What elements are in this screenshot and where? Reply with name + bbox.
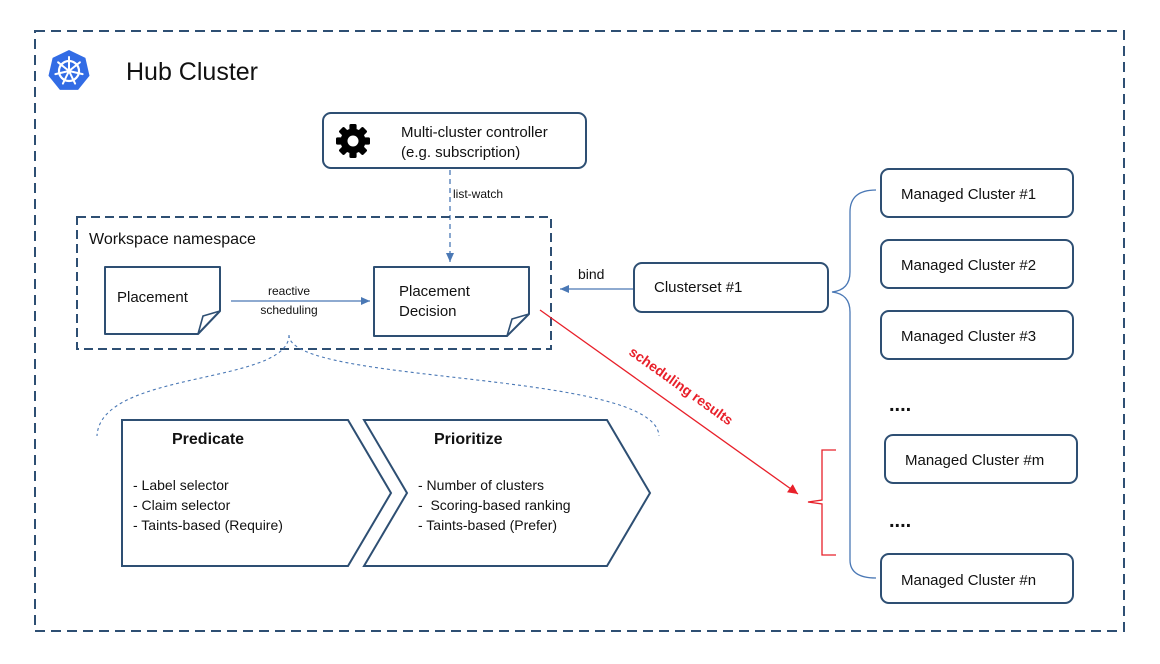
gear-icon	[336, 124, 370, 158]
managed-cluster-1-box	[880, 168, 1074, 218]
placement-decision-line2: Decision	[399, 303, 457, 320]
workspace-namespace-box	[76, 216, 552, 350]
predicate-item-3: - Taints-based (Require)	[133, 517, 283, 533]
predicate-chevron	[121, 419, 393, 567]
workspace-namespace-title: Workspace namespace	[89, 231, 256, 248]
managed-cluster-m-label: Managed Cluster #m	[905, 452, 1044, 469]
clusterset-node	[633, 262, 829, 313]
placement-label: Placement	[117, 289, 189, 306]
managed-cluster-2-label: Managed Cluster #2	[901, 257, 1036, 274]
placement-decision-fold	[506, 313, 530, 337]
ellipsis-2: ....	[889, 510, 911, 532]
controller-label-line1: Multi-cluster controller	[401, 124, 548, 141]
managed-cluster-3-label: Managed Cluster #3	[901, 328, 1036, 345]
managed-cluster-m-box	[884, 434, 1078, 484]
scheduling-results-label: scheduling results	[626, 343, 736, 428]
managed-cluster-1-label: Managed Cluster #1	[901, 186, 1036, 203]
prioritize-item-3: - Taints-based (Prefer)	[418, 517, 557, 533]
managed-cluster-3-box	[880, 310, 1074, 360]
clusterset-brace	[831, 189, 877, 579]
managed-cluster-2-box	[880, 239, 1074, 289]
predicate-item-2: - Claim selector	[133, 497, 231, 513]
bind-label: bind	[578, 266, 604, 282]
placement-node	[104, 266, 221, 335]
controller-box	[322, 112, 587, 169]
managed-cluster-n-label: Managed Cluster #n	[901, 572, 1036, 589]
placement-decision-node	[373, 266, 530, 337]
clusterset-label: Clusterset #1	[654, 279, 742, 296]
placement-decision-line1: Placement	[399, 283, 471, 300]
detail-callout	[96, 334, 660, 437]
predicate-item-1: - Label selector	[133, 477, 229, 493]
controller-label-line2: (e.g. subscription)	[401, 144, 520, 161]
hub-cluster-title: Hub Cluster	[126, 58, 258, 86]
prioritize-item-1: - Number of clusters	[418, 477, 544, 493]
list-watch-label: list-watch	[453, 187, 503, 201]
managed-cluster-n-box	[880, 553, 1074, 604]
hub-cluster-border	[34, 30, 1125, 632]
reactive-label-line1: reactive	[268, 284, 310, 298]
prioritize-item-2: - Scoring-based ranking	[418, 497, 571, 513]
predicate-title: Predicate	[172, 431, 244, 448]
scheduling-results-arrow	[539, 309, 799, 495]
scheduling-results-bracket	[807, 449, 836, 556]
kubernetes-icon	[48, 50, 90, 90]
reactive-label-line2: scheduling	[260, 303, 317, 317]
prioritize-title: Prioritize	[434, 431, 503, 448]
placement-fold	[197, 310, 221, 335]
prioritize-chevron	[362, 419, 652, 567]
ellipsis-1: ....	[889, 394, 911, 416]
